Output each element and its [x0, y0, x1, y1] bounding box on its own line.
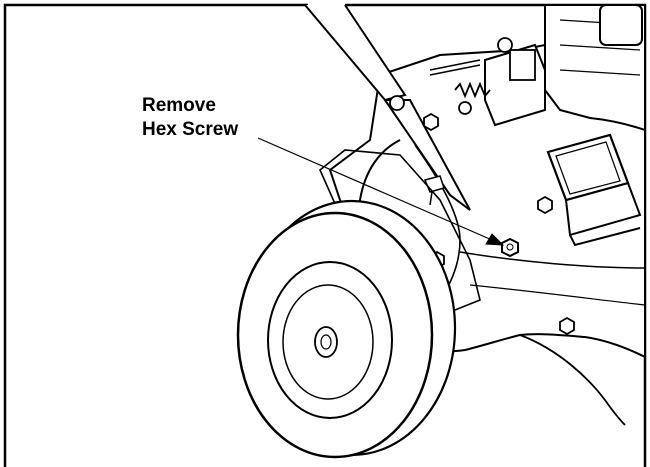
callout-label-line-1: Remove — [142, 95, 216, 116]
spring — [454, 81, 491, 99]
wheel-hub-inner — [320, 334, 332, 350]
callout-label: Remove Hex Screw — [142, 94, 238, 142]
callout-label-line-2: Hex Screw — [142, 119, 239, 140]
bracket-block — [509, 49, 536, 81]
deck-rim-2 — [469, 284, 646, 306]
rod-end-bolt — [458, 101, 472, 115]
hex-screw-top — [423, 112, 439, 132]
engine-cap — [599, 4, 643, 46]
front-wheel — [236, 199, 457, 459]
callout-arrowhead — [485, 233, 505, 246]
handle-knob — [389, 95, 405, 111]
chute — [565, 182, 642, 247]
hex-screw-target — [501, 237, 519, 258]
handle-upper — [304, 4, 407, 102]
callout-leader-line — [257, 137, 493, 241]
rear-flap-inner — [555, 141, 621, 195]
deck-rim — [459, 251, 646, 269]
hex-screw-deck-2 — [559, 316, 575, 336]
hex-screw-deck-1 — [537, 195, 553, 215]
deck-skirt — [519, 334, 626, 426]
bracket-bolt — [497, 37, 513, 53]
rod — [429, 59, 481, 76]
